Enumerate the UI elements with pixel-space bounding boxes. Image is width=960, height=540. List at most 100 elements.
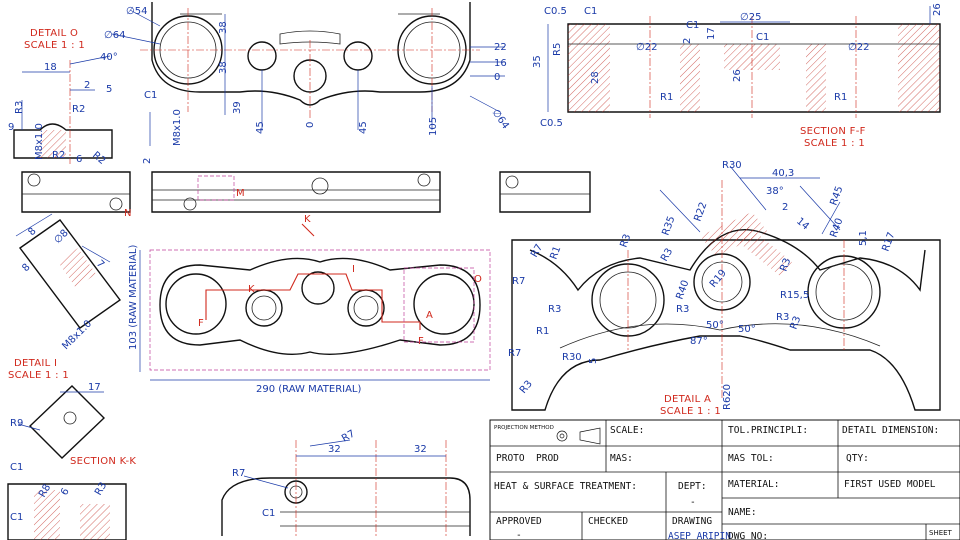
side-view-row: M N: [21, 171, 591, 219]
dim-d64b: ∅64: [490, 107, 511, 131]
kk-dim-r3: R3: [93, 480, 109, 497]
kk-dim-c1a: C1: [10, 462, 23, 473]
a-dim-r3d: R3: [676, 304, 689, 315]
tb-checked: CHECKED: [588, 516, 628, 527]
marker-f-left: F: [198, 318, 204, 329]
a-dim-r3c: R3: [778, 257, 793, 273]
dim-0b: 0: [494, 72, 500, 83]
tb-approved: APPROVED: [496, 516, 542, 527]
ff-dim-2: 2: [682, 38, 693, 44]
tb-material: MATERIAL:: [728, 479, 779, 490]
marker-m: M: [236, 188, 245, 199]
detail-o-dim-40deg: 40°: [100, 52, 118, 63]
tb-first-used-model: FIRST USED MODEL: [844, 479, 936, 490]
tb-drawer-name: ASEP ARIPIN: [668, 531, 731, 540]
dim-45b: 45: [358, 121, 369, 134]
a-dim-r15-5: R15,5: [780, 290, 809, 301]
bottom-view: R7 32 32 R7 C1: [221, 428, 471, 536]
a-dim-r30a: R30: [722, 160, 742, 171]
bottom-dim-32b: 32: [414, 444, 427, 455]
marker-a: A: [426, 310, 433, 321]
detail-o-dim-m8b: M8x1.0: [172, 109, 183, 146]
tb-mas-label: MAS:: [610, 453, 633, 464]
a-dim-r620: R620: [722, 384, 733, 410]
a-dim-r19: R19: [708, 268, 729, 290]
marker-i: I: [352, 264, 355, 275]
detail-a-scale: SCALE 1 : 1: [660, 406, 721, 417]
dim-22: 22: [494, 42, 507, 53]
detail-o-dim-r3: R3: [14, 101, 25, 114]
detail-o-dim-6: 6: [76, 154, 82, 165]
a-dim-r7c: R7: [508, 348, 521, 359]
a-dim-r45: R45: [828, 185, 845, 207]
ff-dim-17: 17: [706, 27, 717, 40]
detail-o-dim-r2b: R2: [52, 150, 65, 161]
kk-dim-c1b: C1: [10, 512, 23, 523]
a-dim-50deg-b: 50°: [738, 324, 756, 335]
section-ff-view: C0.5 C1 35 R5 28 ∅22 2 C1 17 ∅25 C1 26 ∅…: [532, 3, 943, 149]
detail-o-dim-m8a: M8x1.0: [34, 123, 45, 160]
section-kk-title: SECTION K-K: [70, 456, 136, 467]
marker-k-top: K: [304, 214, 311, 225]
ff-dim-r1a: R1: [660, 92, 673, 103]
dim-0: 0: [305, 122, 316, 128]
a-dim-r1a: R1: [548, 245, 563, 261]
ff-dim-d25: ∅25: [740, 12, 761, 23]
a-dim-r3a: R3: [618, 233, 633, 249]
a-dim-r30b: R30: [562, 352, 582, 363]
title-block: PROJECTION METHOD SCALE: TOL.PRINCIPLI: …: [489, 419, 960, 540]
a-dim-r35: R35: [660, 215, 677, 237]
kk-dim-r9: R9: [10, 418, 23, 429]
top-view: ∅54 ∅64 38 38 39 45 0 45 105 22 16 0 ∅64: [104, 2, 511, 136]
dim-38a: 38: [218, 21, 229, 34]
tb-mas-tol: MAS TOL:: [728, 453, 774, 464]
bottom-dim-r7a: R7: [232, 468, 245, 479]
section-ff-title: SECTION F-F: [800, 126, 866, 137]
tb-detail-dimension: DETAIL DIMENSION:: [842, 425, 939, 436]
tb-sheet: SHEET: [929, 529, 953, 537]
ff-dim-c05b: C0.5: [540, 118, 563, 129]
detail-a-title: DETAIL A: [664, 394, 711, 405]
tb-tol-label: TOL.PRINCIPLI:: [728, 425, 808, 436]
raw-width: 290 (RAW MATERIAL): [256, 384, 361, 395]
a-dim-r3h: R3: [518, 379, 535, 396]
tb-dept-value: -: [690, 497, 696, 508]
detail-o-title: DETAIL O: [30, 28, 78, 39]
a-dim-38deg: 38°: [766, 186, 784, 197]
projection-cone-icon: [579, 427, 601, 445]
kk-dim-6: 6: [59, 486, 72, 497]
a-dim-87deg: 87°: [690, 336, 708, 347]
a-dim-14: 14: [794, 216, 811, 233]
tb-proto: PROTO: [496, 453, 525, 464]
ff-dim-c1c: C1: [756, 32, 769, 43]
detail-o-dim-c1: C1: [144, 90, 157, 101]
tb-prod: PROD: [536, 453, 559, 464]
detail-i-view: 8 ∅8 8 7 M8x1.0 DETAIL I SCALE 1 : 1: [8, 213, 121, 381]
dim-105: 105: [428, 117, 439, 136]
ff-dim-35: 35: [532, 55, 543, 68]
tb-dept: DEPT:: [678, 481, 707, 492]
ff-dim-d22b: ∅22: [848, 42, 869, 53]
ff-dim-26a: 26: [732, 69, 743, 82]
a-dim-r40b: R40: [674, 279, 691, 301]
detail-i-dim-8b: 8: [20, 262, 32, 274]
dim-38b: 38: [218, 61, 229, 74]
ff-dim-c05a: C0.5: [544, 6, 567, 17]
dim-39: 39: [232, 101, 243, 114]
main-view: 103 (RAW MATERIAL) 290 (RAW MATERIAL) K …: [128, 214, 491, 395]
ff-dim-28: 28: [590, 71, 601, 84]
ff-dim-c1b: C1: [686, 20, 699, 31]
section-ff-scale: SCALE 1 : 1: [804, 138, 865, 149]
marker-f-right: F: [418, 336, 424, 347]
detail-o-scale: SCALE 1 : 1: [24, 40, 85, 51]
a-dim-r22: R22: [692, 201, 709, 223]
a-dim-50deg-a: 50°: [706, 320, 724, 331]
a-dim-5-1: 5,1: [858, 230, 869, 246]
detail-o-dim-2: 2: [84, 80, 90, 91]
a-dim-r1b: R1: [536, 326, 549, 337]
tb-drawing: DRAWING: [672, 516, 712, 527]
kk-dim-17: 17: [88, 382, 101, 393]
detail-o-dim-5: 5: [106, 84, 112, 95]
detail-a-view: R30 40,3 38° R45 2 R22 14 R35 R40 5,1 R3…: [508, 160, 941, 417]
